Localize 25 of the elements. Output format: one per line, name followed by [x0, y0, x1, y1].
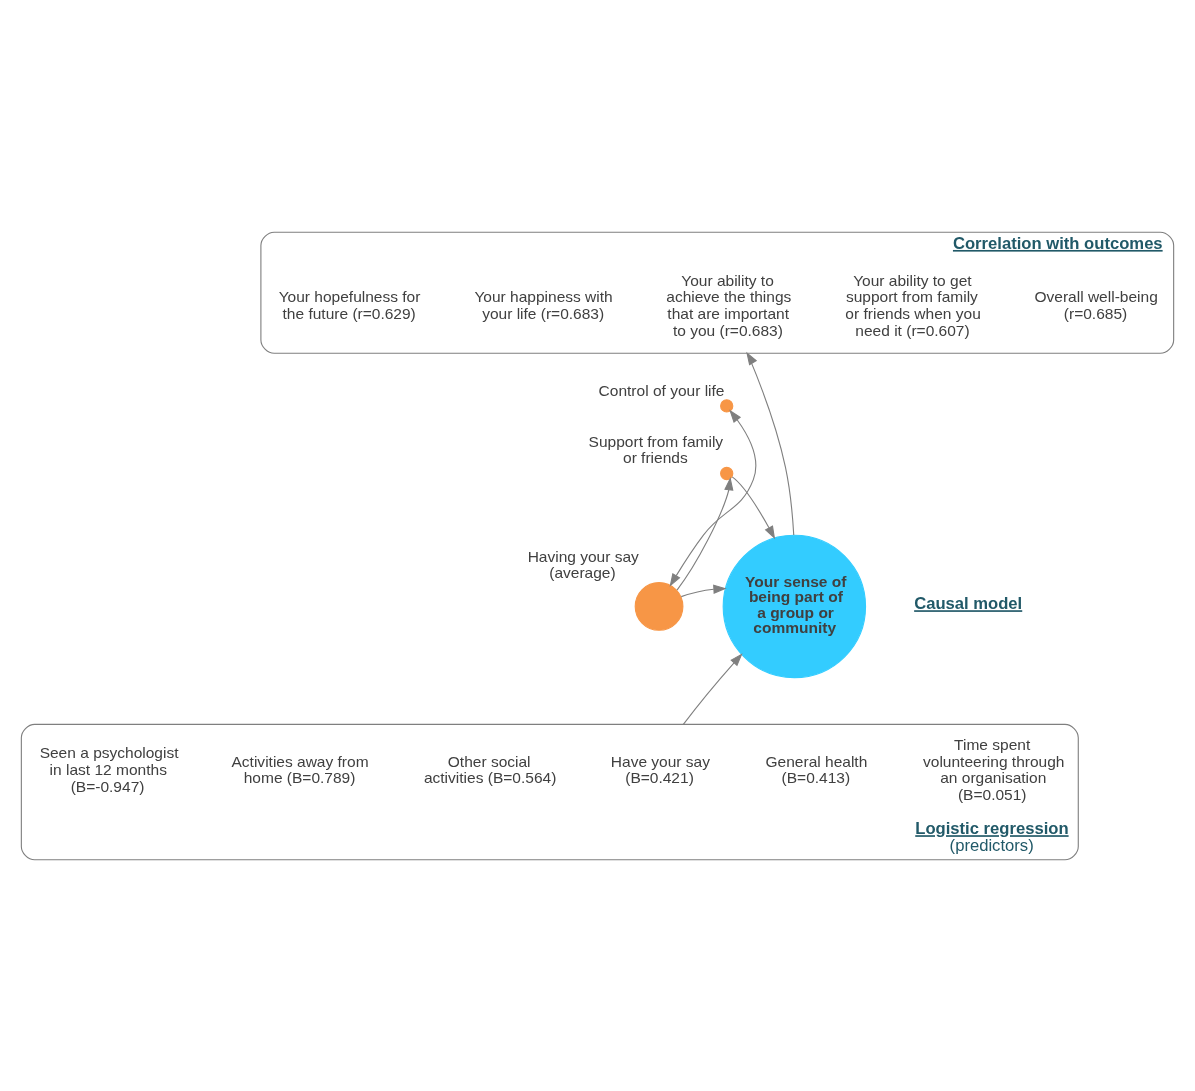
- node-text: Time spent volunteering through an organisation (B=0.051): [923, 735, 1065, 803]
- arrow: [676, 476, 734, 591]
- arrow: [669, 409, 757, 587]
- node-text: Other social activities (B=0.564): [423, 752, 557, 786]
- node-text: Activities away from home (B=0.789): [231, 752, 369, 786]
- node-circle: [720, 398, 734, 413]
- node-text: Your ability to achieve the things that are important to you (r=0.683): [666, 271, 792, 339]
- label: Causal model: [914, 593, 1023, 613]
- node-circle: [634, 581, 684, 631]
- node-circle: Your sense of being part of a group or community: [722, 534, 867, 678]
- node-text: Have your say (B=0.421): [610, 752, 710, 786]
- node-label: Having your say (average): [527, 547, 639, 581]
- node-circle: [720, 466, 734, 480]
- arrow: [731, 475, 776, 539]
- node-label: Control of your life: [598, 381, 725, 399]
- arrow: [682, 652, 743, 725]
- node-text: Your hopefulness for the future (r=0.629): [278, 287, 421, 322]
- node-text: Your ability to get support from family or friends when you need it (r=0.607): [845, 271, 981, 339]
- node-text: Your happiness with your life (r=0.683): [474, 287, 613, 322]
- arrow: [746, 351, 795, 536]
- node-text: Seen a psychologist in last 12 months (B=-0.947): [39, 743, 179, 795]
- node-text: General health (B=0.413): [765, 752, 868, 786]
- node-text: Overall well-being (r=0.685): [1034, 287, 1158, 322]
- node-label: Support from family or friends: [588, 432, 724, 466]
- arrow: [680, 584, 727, 597]
